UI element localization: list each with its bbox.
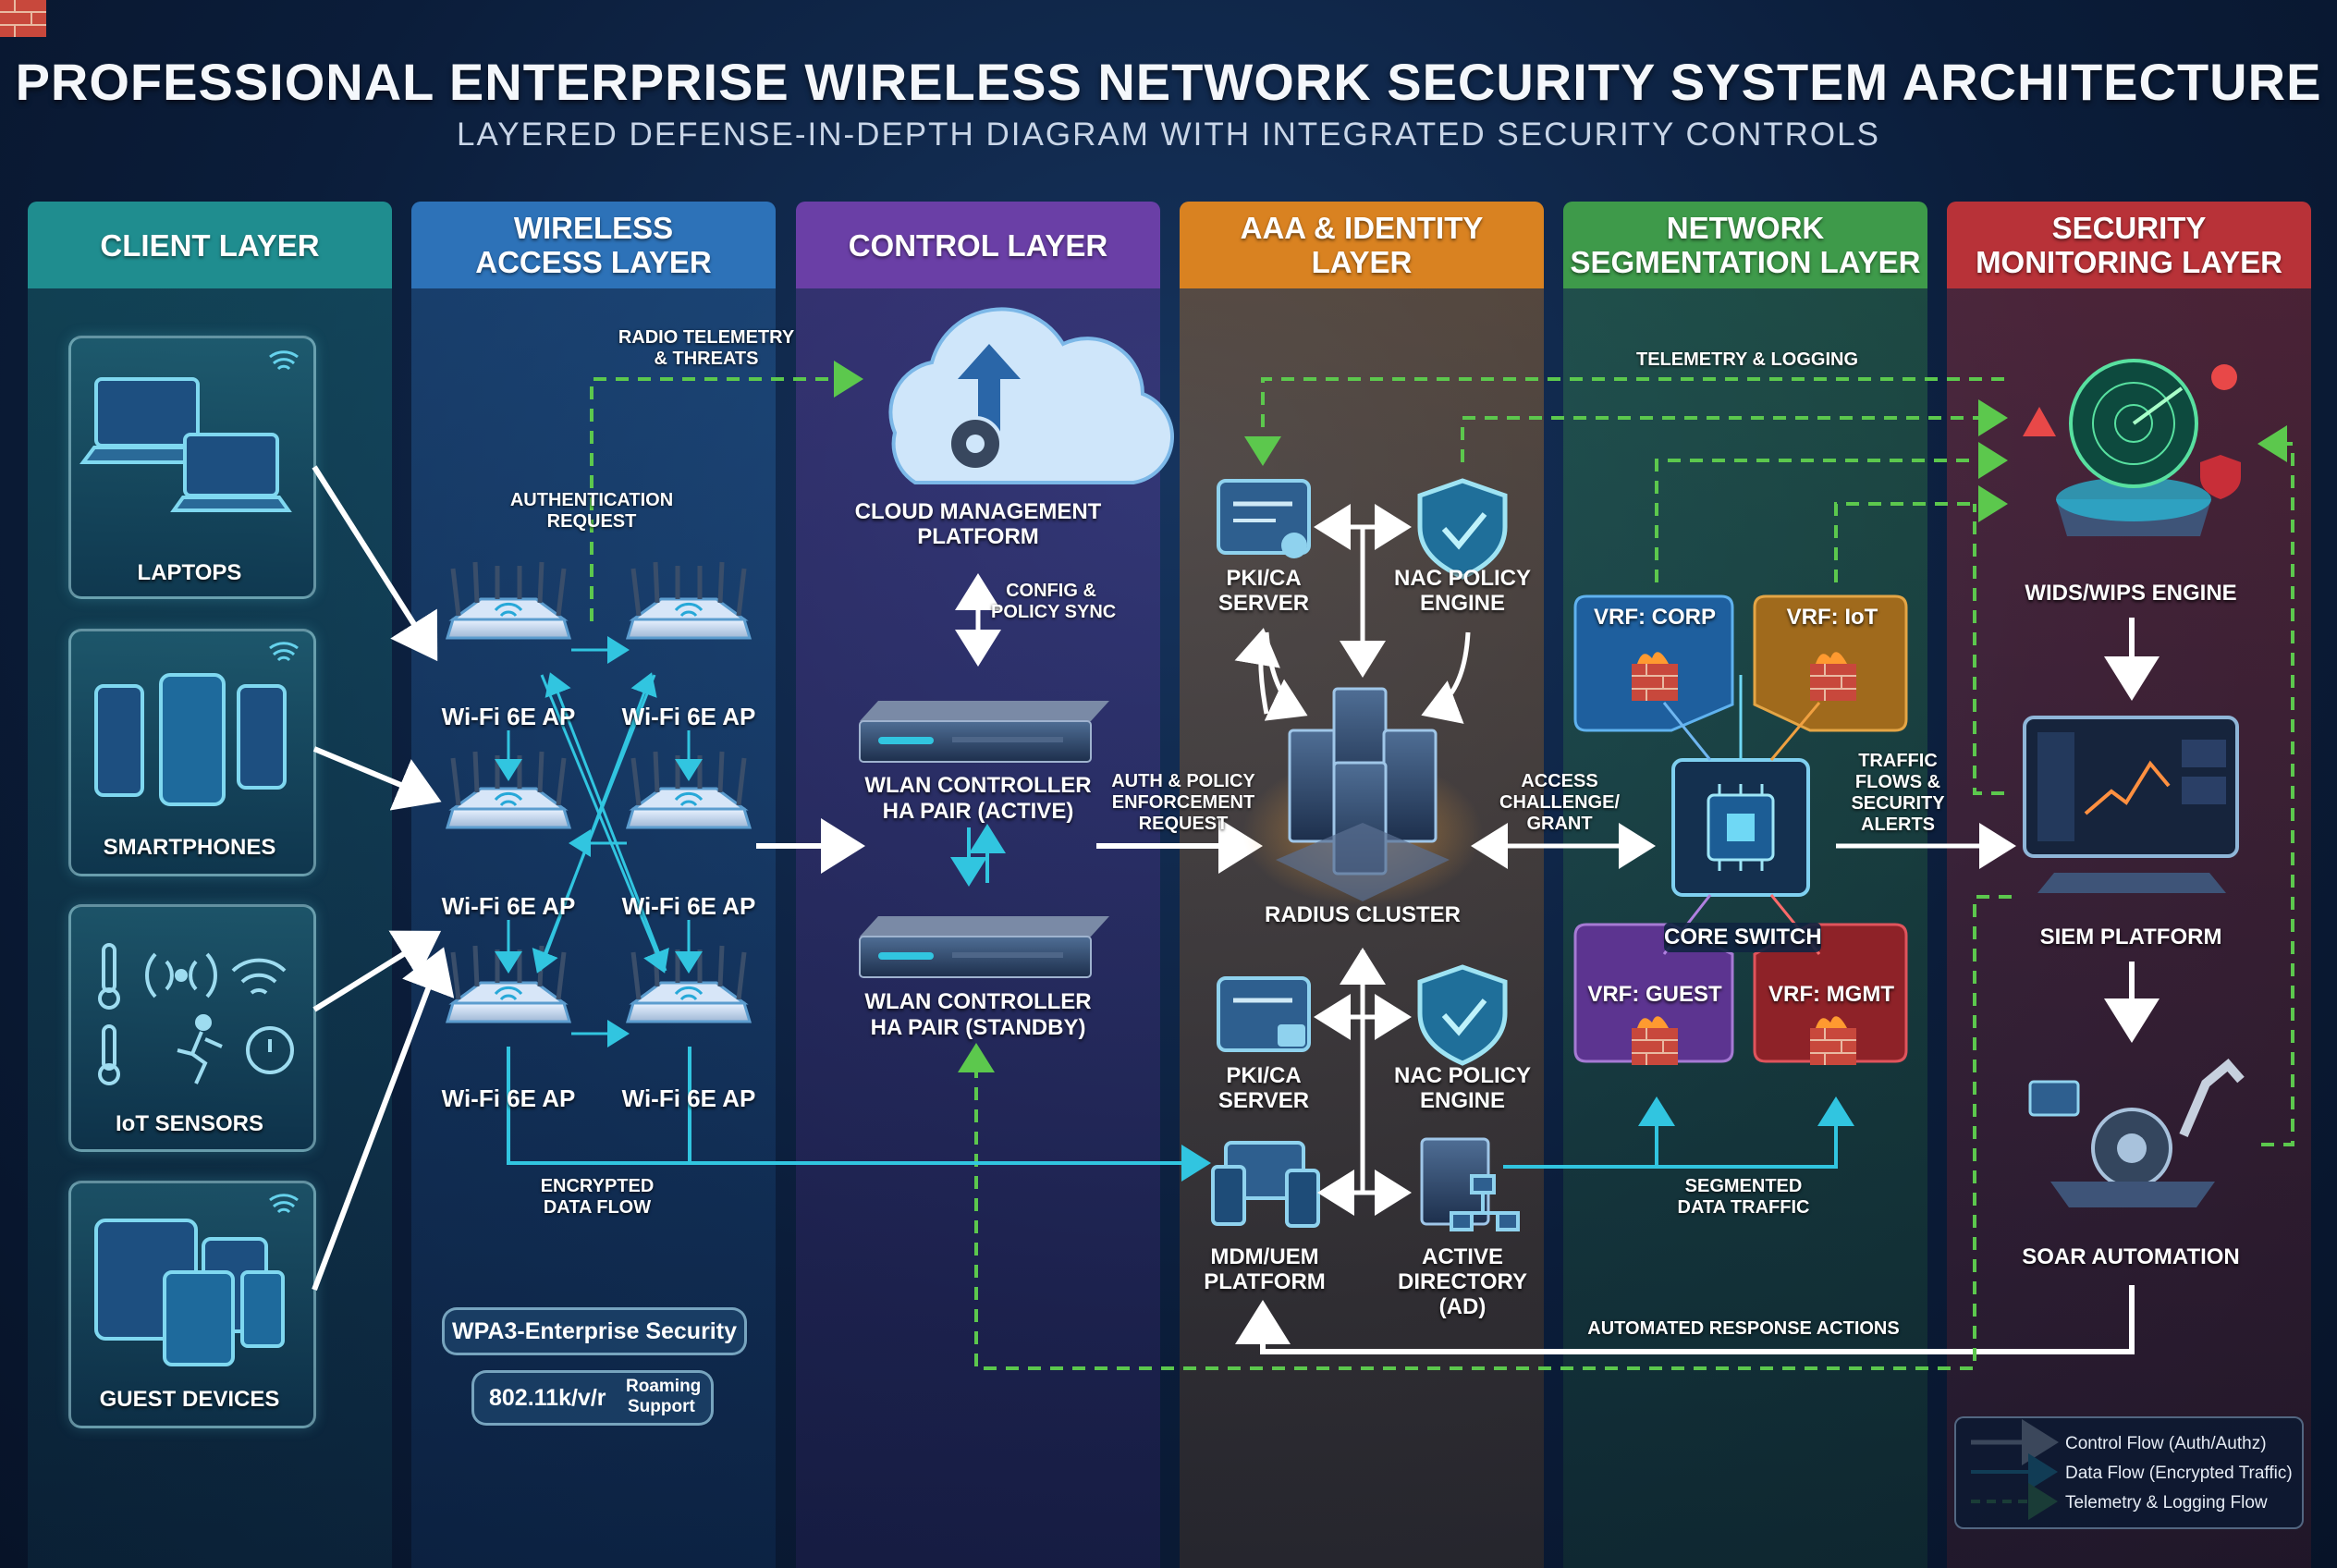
radio-telemetry-annotation: RADIO TELEMETRY& THREATS	[618, 327, 795, 369]
roaming-standard: 802.11k/v/r	[489, 1385, 606, 1411]
control-layer-header: CONTROL LAYER	[796, 202, 1160, 288]
legend-data: Data Flow (Encrypted Traffic)	[2065, 1464, 2293, 1483]
wifi-icon	[269, 350, 299, 1214]
wpa3-badge: WPA3-Enterprise Security	[442, 1307, 747, 1355]
roaming-badge: 802.11k/v/r Roaming Support	[471, 1370, 714, 1426]
firewall-icon	[0, 0, 1857, 1066]
core-switch-icon	[1662, 675, 1821, 955]
soar-automation-label: SOAR AUTOMATION	[2022, 1244, 2240, 1269]
iot-sensors-label: IoT SENSORS	[115, 1111, 264, 1136]
control-layer-arrows	[756, 573, 1263, 887]
mdm-uem-icon	[1211, 1141, 1320, 1228]
active-directory-icon	[1420, 1137, 1520, 1231]
vrf-corp-label: VRF: CORP	[1594, 605, 1716, 630]
aaa-layer-arrows	[1234, 504, 1656, 1216]
monitoring-arrows	[1235, 618, 2160, 1354]
core-switch-label: CORE SWITCH	[1664, 923, 1822, 952]
ap-label: Wi-Fi 6E AP	[621, 1084, 756, 1112]
smartphones-label: SMARTPHONES	[103, 835, 276, 860]
vrf-guest-label: VRF: GUEST	[1587, 982, 1722, 1007]
laptop-icon	[80, 377, 292, 512]
radius-cluster-label: RADIUS CLUSTER	[1264, 902, 1461, 927]
ap-label: Wi-Fi 6E AP	[621, 703, 756, 730]
diagram-title: PROFESSIONAL ENTERPRISE WIRELESS NETWORK…	[15, 53, 2322, 111]
laptops-label: LAPTOPS	[137, 560, 242, 585]
vrf-zones	[1573, 594, 1908, 1063]
ap-label: Wi-Fi 6E AP	[441, 703, 576, 730]
client-layer-header: CLIENT LAYER	[28, 202, 392, 288]
legend-telemetry: Telemetry & Logging Flow	[2065, 1493, 2268, 1513]
ap-label: Wi-Fi 6E AP	[441, 892, 576, 920]
iot-sensor-icon	[98, 943, 294, 1085]
soar-automation-icon	[2028, 1059, 2245, 1207]
guest-devices-icon	[94, 1219, 285, 1366]
guest-devices-label: GUEST DEVICES	[99, 1387, 280, 1412]
radius-cluster-icon	[1242, 687, 1483, 906]
config-sync-label: CONFIG &POLICY SYNC	[991, 581, 1117, 622]
shield-icon	[1417, 478, 1508, 1066]
vrf-iot-label: VRF: IoT	[1786, 605, 1878, 630]
siem-dashboard-icon	[2023, 716, 2239, 893]
legend-control: Control Flow (Auth/Authz)	[2065, 1434, 2267, 1453]
vrf-mgmt-label: VRF: MGMT	[1768, 982, 1894, 1007]
client-to-ap-arrows	[312, 465, 455, 1292]
ap-label: Wi-Fi 6E AP	[441, 1084, 576, 1112]
encrypted-data-flows	[507, 1047, 1211, 1182]
roaming-text-1: Roaming	[626, 1377, 702, 1396]
ap-mesh-links	[495, 636, 703, 1047]
legend: Control Flow (Auth/Authz) Data Flow (Enc…	[1954, 1416, 2304, 1529]
wlan-controller-icon	[859, 701, 1109, 978]
radar-icon	[2023, 359, 2241, 536]
siem-platform-label: SIEM PLATFORM	[2039, 925, 2222, 949]
cloud-icon	[888, 307, 1174, 484]
telemetry-flows	[590, 361, 2294, 1370]
wids-wips-label: WIDS/WIPS ENGINE	[2025, 581, 2237, 606]
automated-response-annotation: AUTOMATED RESPONSE ACTIONS	[1587, 1318, 1900, 1339]
smartphone-icon	[94, 673, 287, 806]
ap-label: Wi-Fi 6E AP	[621, 892, 756, 920]
telemetry-logging-annotation: TELEMETRY & LOGGING	[1635, 349, 1858, 370]
segmentation-arrows	[1503, 823, 2016, 1169]
diagram-subtitle: LAYERED DEFENSE-IN-DEPTH DIAGRAM WITH IN…	[457, 116, 1880, 153]
roaming-text-2: Support	[628, 1397, 695, 1416]
pki-ca-server-icon	[1217, 479, 1311, 1052]
access-point-icons	[447, 562, 750, 1022]
